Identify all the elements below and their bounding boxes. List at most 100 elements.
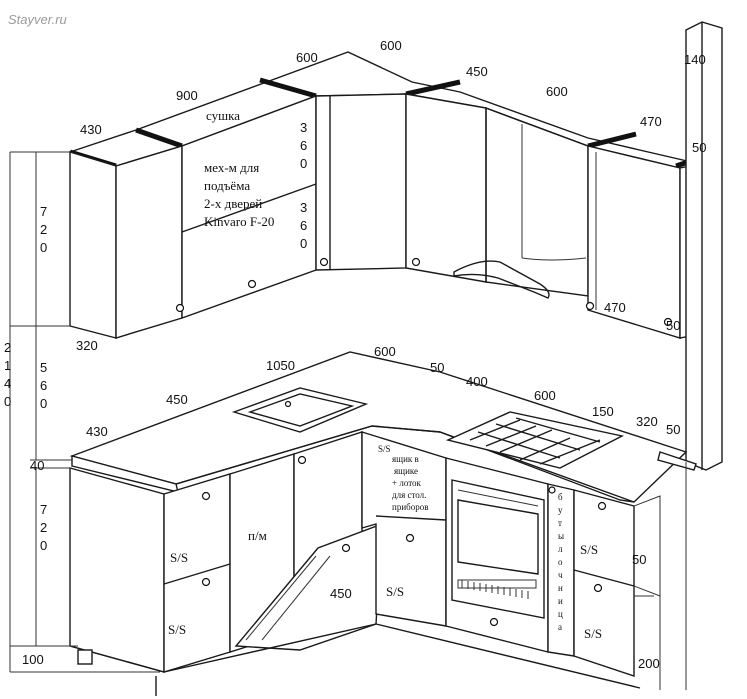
upper-top-band-4 — [405, 79, 461, 97]
dim-counter-600-hob: 600 — [534, 388, 556, 403]
label-ss-small: S/S — [378, 444, 391, 454]
digit: 6 — [300, 218, 307, 233]
oven-handle — [457, 489, 539, 507]
countertop-front-edge-2 — [371, 425, 441, 433]
lower-knob-9 — [593, 583, 603, 593]
label-dryer: сушка — [206, 108, 240, 123]
label-lift-3: 2-х дверей — [204, 196, 262, 211]
label-lift-1: мех-м для — [204, 160, 259, 175]
letter: ц — [558, 609, 563, 619]
leg-2 — [77, 649, 93, 665]
digit: 6 — [40, 378, 47, 393]
dim-top-470: 470 — [640, 114, 662, 129]
hood-pipe-bottom — [521, 257, 587, 261]
label-drawer-5: приборов — [392, 502, 428, 512]
bottle-holder-label: б у т ы л о ч н и ц а — [558, 492, 564, 632]
dim-top-600-left: 600 — [296, 50, 318, 65]
dim-top-450: 450 — [466, 64, 488, 79]
oven-vent — [457, 579, 537, 589]
hob-grates — [469, 417, 601, 465]
dim-top-600-right: 600 — [546, 84, 568, 99]
dim-top-900: 900 — [176, 88, 198, 103]
lower-knob-5 — [405, 533, 415, 543]
lower-right-end — [633, 495, 661, 690]
digit: 3 — [300, 200, 307, 215]
label-drawer-1: ящик в — [392, 454, 419, 464]
watermark: Stayver.ru — [8, 12, 67, 27]
dim-top-600-center: 600 — [380, 38, 402, 53]
dim-upper-320: 320 — [76, 338, 98, 353]
digit: 5 — [40, 360, 47, 375]
lower-knob-3 — [297, 455, 307, 465]
dim-door-360-a: 3 6 0 — [300, 120, 307, 171]
dim-door-360-b: 3 6 0 — [300, 200, 307, 251]
letter: т — [558, 518, 562, 528]
lower-knob-7 — [548, 486, 556, 494]
digit: 0 — [40, 396, 47, 411]
lower-right-end-2 — [633, 585, 661, 597]
upper-knob-6 — [663, 317, 673, 327]
dim-left-100: 100 — [22, 652, 44, 667]
label-ss-1: S/S — [170, 550, 188, 565]
digit: 4 — [4, 376, 11, 391]
digit: 0 — [300, 236, 307, 251]
dim-left-40: 40 — [30, 458, 44, 473]
dim-counter-430: 430 — [86, 424, 108, 439]
letter: а — [558, 622, 562, 632]
letter: ы — [558, 531, 564, 541]
dim-counter-1050: 1050 — [266, 358, 295, 373]
dim-right-200: 200 — [638, 656, 660, 671]
dim-total-2140: 2 1 4 0 — [4, 340, 11, 409]
label-ss-5: S/S — [584, 626, 602, 641]
letter: б — [558, 492, 563, 502]
right-wall-column — [685, 21, 723, 471]
open-door-inner-1 — [245, 555, 317, 641]
letter: н — [558, 583, 563, 593]
oven-window — [457, 499, 539, 575]
oven-vent-slots — [461, 580, 529, 599]
lower-drawer-split — [163, 563, 231, 585]
upper-knob-4 — [411, 257, 421, 267]
label-ss-3: S/S — [386, 584, 404, 599]
upper-top-band-2 — [135, 127, 183, 149]
dim-upper-470-inner: 470 — [604, 300, 626, 315]
letter: у — [558, 505, 563, 515]
dim-right-50: 50 — [632, 552, 646, 567]
dim-top-430: 430 — [80, 122, 102, 137]
open-door-inner-2 — [261, 555, 331, 641]
upper-900-left-face — [115, 145, 183, 339]
sink-outer — [231, 387, 369, 433]
upper-450-face — [405, 93, 487, 283]
label-lift-4: Kinvaro F-20 — [204, 214, 274, 229]
letter: ч — [558, 570, 563, 580]
label-drawer-4: для стол. — [392, 490, 426, 500]
lower-knob-8 — [597, 501, 607, 511]
upper-knob-3 — [319, 257, 329, 267]
upper-hood-niche — [485, 106, 589, 297]
dim-lower-720: 7 2 0 — [40, 502, 47, 553]
lower-drawers-face — [163, 473, 231, 673]
upper-knob-1 — [175, 303, 185, 313]
drawer-cabinet-split — [375, 515, 447, 521]
oven-door — [451, 479, 545, 619]
letter: и — [558, 596, 563, 606]
dim-upper-720: 7 2 0 — [40, 204, 47, 255]
digit: 2 — [40, 520, 47, 535]
plinth-right — [375, 623, 641, 689]
label-ss-4: S/S — [580, 542, 598, 557]
dim-counter-50: 50 — [430, 360, 444, 375]
digit: 0 — [40, 240, 47, 255]
dim-top-140: 140 — [684, 52, 706, 67]
plinth-front — [163, 623, 377, 673]
digit: 3 — [300, 120, 307, 135]
dim-counter-450: 450 — [166, 392, 188, 407]
dim-door-450: 450 — [330, 586, 352, 601]
dim-counter-600: 600 — [374, 344, 396, 359]
lower-knob-1 — [201, 491, 211, 501]
digit: 2 — [40, 222, 47, 237]
dim-counter-320: 320 — [636, 414, 658, 429]
upper-right-face — [587, 145, 681, 339]
lower-knob-6 — [489, 617, 499, 627]
